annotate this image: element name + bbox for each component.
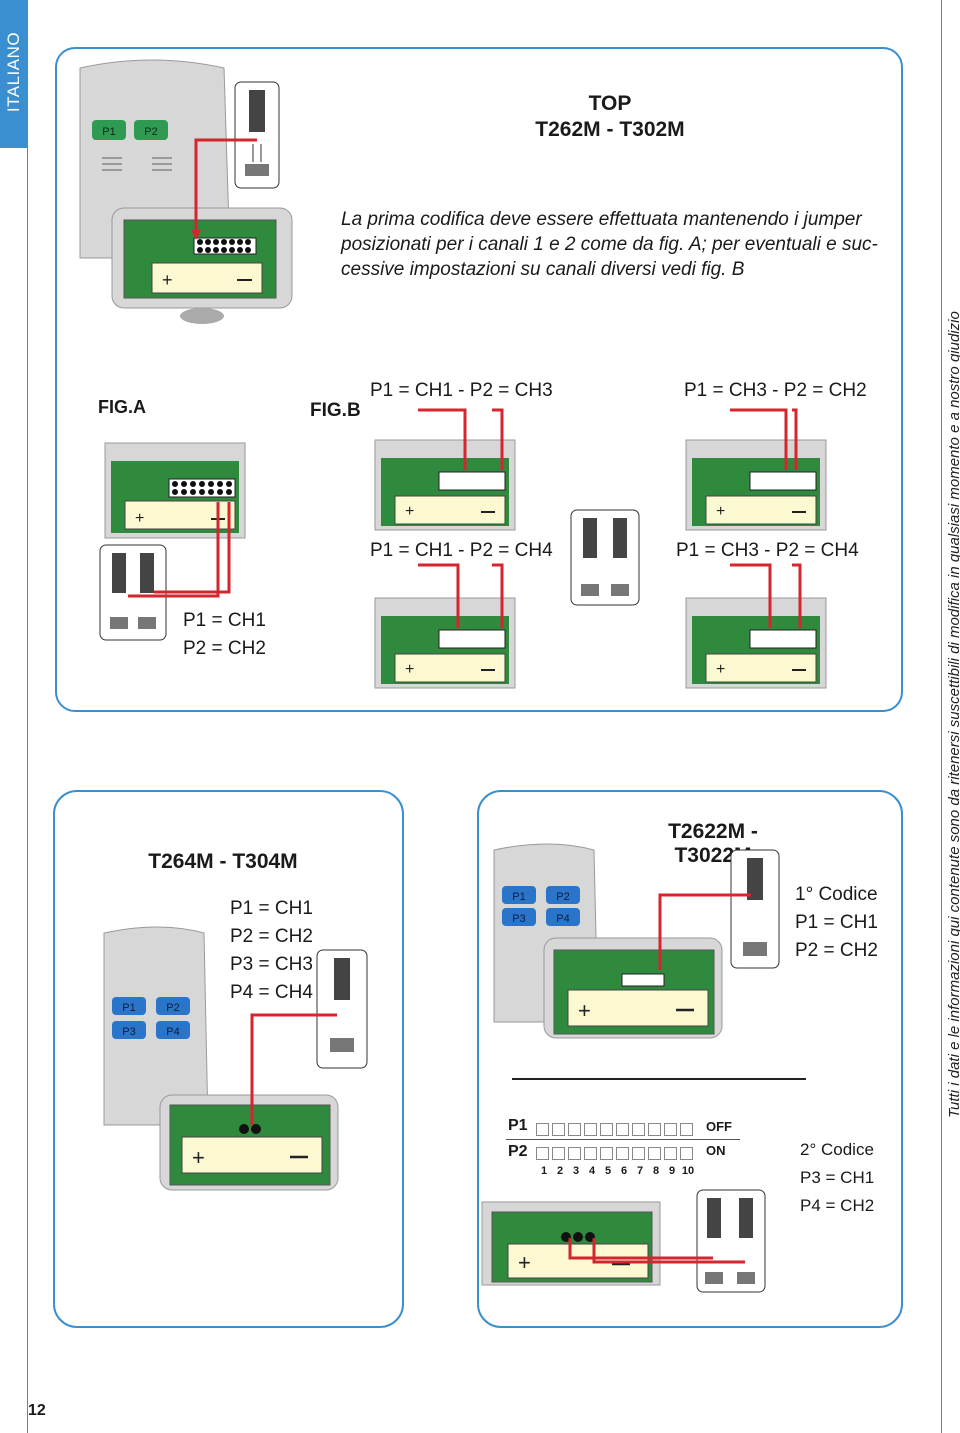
dip-number: 5	[604, 1165, 612, 1177]
circuit-board-icon: +	[481, 1201, 661, 1286]
page-frame	[27, 0, 942, 1433]
svg-text:+: +	[192, 1145, 205, 1170]
jumper-icon	[234, 81, 280, 189]
dip-number: 9	[668, 1165, 676, 1177]
mapping-p3: P3 = CH3	[230, 954, 313, 975]
svg-text:+: +	[405, 661, 414, 678]
mapping-p1: P1 = CH1	[230, 898, 313, 919]
svg-text:+: +	[716, 661, 725, 678]
dip-number: 4	[588, 1165, 596, 1177]
jumper-icon	[570, 509, 640, 606]
circuit-board-icon: +	[685, 439, 827, 531]
jumper-icon	[730, 849, 780, 969]
circuit-board-icon: +	[685, 597, 827, 689]
dip-numbers: 1 2 3 4 5 6 7 8 9 10	[536, 1165, 696, 1177]
svg-text:+: +	[405, 503, 414, 520]
fig-b-combo4: P1 = CH3 - P2 = CH4	[676, 540, 859, 561]
remote-control-icon: P1 P2 +	[79, 59, 293, 324]
svg-text:+: +	[518, 1250, 531, 1275]
jumper-icon	[316, 949, 368, 1069]
svg-text:+: +	[578, 998, 591, 1023]
intro-line-3: cessive impostazioni su canali diversi v…	[341, 259, 745, 280]
code2-label: 2° Codice	[800, 1140, 874, 1159]
mapping-p2: P2 = CH2	[230, 926, 313, 947]
dip-row1-label: P1	[508, 1117, 528, 1134]
jumper-icon	[99, 544, 167, 641]
dip-on-label: ON	[706, 1143, 726, 1158]
remote-button-p2: P2	[556, 891, 569, 903]
bottom-left-title: T264M - T304M	[148, 850, 298, 873]
jumper-icon	[696, 1189, 766, 1293]
language-tab: ITALIANO	[0, 0, 27, 148]
fig-b-combo2: P1 = CH3 - P2 = CH2	[684, 380, 867, 401]
fig-a-line2: P2 = CH2	[183, 638, 266, 659]
remote-button-p1: P1	[512, 891, 525, 903]
top-title-line2: T262M - T302M	[535, 118, 685, 141]
intro-line-2: posizionati per i canali 1 e 2 come da f…	[341, 234, 878, 255]
remote-button-p4: P4	[166, 1026, 179, 1038]
dip-number: 1	[540, 1165, 548, 1177]
fig-a-line1: P1 = CH1	[183, 610, 266, 631]
remote-control-icon: P1 P2 P3 P4 +	[103, 926, 339, 1191]
page-number: 12	[28, 1402, 46, 1419]
remote-button-p3: P3	[122, 1026, 135, 1038]
dip-number: 2	[556, 1165, 564, 1177]
dip-number: 6	[620, 1165, 628, 1177]
remote-button-p3: P3	[512, 913, 525, 925]
remote-button-p4: P4	[556, 913, 569, 925]
mapping-p4: P4 = CH4	[230, 982, 313, 1003]
dip-off-label: OFF	[706, 1119, 732, 1134]
code1-label: 1° Codice	[795, 884, 878, 905]
dip-number: 7	[636, 1165, 644, 1177]
remote-button-p1: P1	[122, 1002, 135, 1014]
dip-number: 8	[652, 1165, 660, 1177]
dip-row2-label: P2	[508, 1143, 528, 1160]
remote-control-icon: P1 P2 P3 P4 +	[493, 843, 723, 1039]
dip-row1	[536, 1119, 696, 1139]
dip-number: 10	[681, 1165, 695, 1177]
fig-b-combo3: P1 = CH1 - P2 = CH4	[370, 540, 553, 561]
circuit-board-icon: +	[374, 597, 516, 689]
top-title-line1: TOP	[588, 92, 632, 115]
svg-text:+: +	[716, 503, 725, 520]
dip-separator	[506, 1139, 740, 1140]
fig-b-combo1: P1 = CH1 - P2 = CH3	[370, 380, 553, 401]
fig-b-label: FIG.B	[310, 400, 361, 421]
code2-line1: P3 = CH1	[800, 1168, 875, 1187]
code1-line2: P2 = CH2	[795, 940, 878, 961]
remote-button-p2: P2	[144, 126, 157, 138]
fig-a-label: FIG.A	[98, 397, 146, 417]
svg-text:+: +	[162, 270, 173, 290]
divider	[512, 1078, 806, 1080]
dip-row2	[536, 1143, 696, 1163]
circuit-board-icon: +	[374, 439, 516, 531]
code2-line2: P4 = CH2	[800, 1196, 875, 1215]
remote-button-p2: P2	[166, 1002, 179, 1014]
dip-number: 3	[572, 1165, 580, 1177]
remote-button-p1: P1	[102, 126, 115, 138]
code1-line1: P1 = CH1	[795, 912, 878, 933]
intro-line-1: La prima codifica deve essere effettuata…	[341, 209, 862, 230]
svg-text:+: +	[135, 510, 144, 527]
